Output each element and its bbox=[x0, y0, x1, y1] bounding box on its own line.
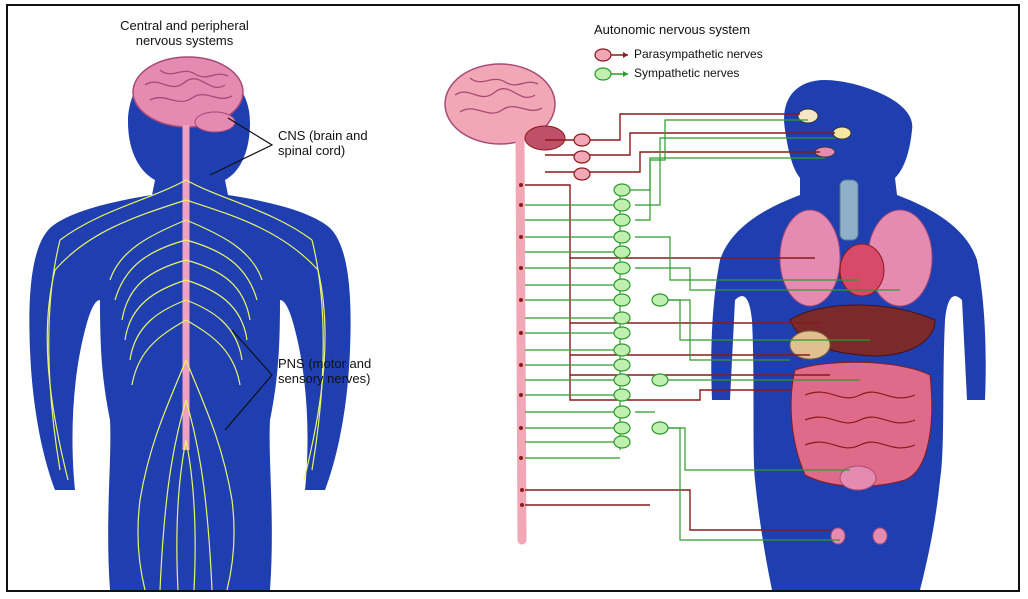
pns-label-line1: PNS (motor and bbox=[278, 356, 371, 371]
right-title: Autonomic nervous system bbox=[594, 22, 750, 37]
pns-label: PNS (motor and sensory nerves) bbox=[278, 356, 371, 386]
left-title: Central and peripheral nervous systems bbox=[82, 18, 287, 48]
legend-parasympathetic-label: Parasympathetic nerves bbox=[634, 47, 763, 61]
cns-label: CNS (brain and spinal cord) bbox=[278, 128, 368, 158]
legend-sympathetic-symbol bbox=[595, 68, 628, 80]
legend-sympathetic-label: Sympathetic nerves bbox=[634, 66, 739, 80]
sympathetic-ganglia bbox=[614, 184, 668, 448]
left-title-line2: nervous systems bbox=[82, 33, 287, 48]
legend-parasympathetic: Parasympathetic nerves bbox=[634, 47, 763, 61]
left-title-line1: Central and peripheral bbox=[82, 18, 287, 33]
right-spinal-cord bbox=[520, 140, 522, 540]
right-brain bbox=[445, 64, 565, 150]
pns-label-line2: sensory nerves) bbox=[278, 371, 371, 386]
legend-parasympathetic-symbol bbox=[595, 49, 628, 61]
cns-label-line2: spinal cord) bbox=[278, 143, 368, 158]
legend-sympathetic: Sympathetic nerves bbox=[634, 66, 739, 80]
parasympathetic-ganglia bbox=[574, 134, 590, 180]
cns-label-line1: CNS (brain and bbox=[278, 128, 368, 143]
